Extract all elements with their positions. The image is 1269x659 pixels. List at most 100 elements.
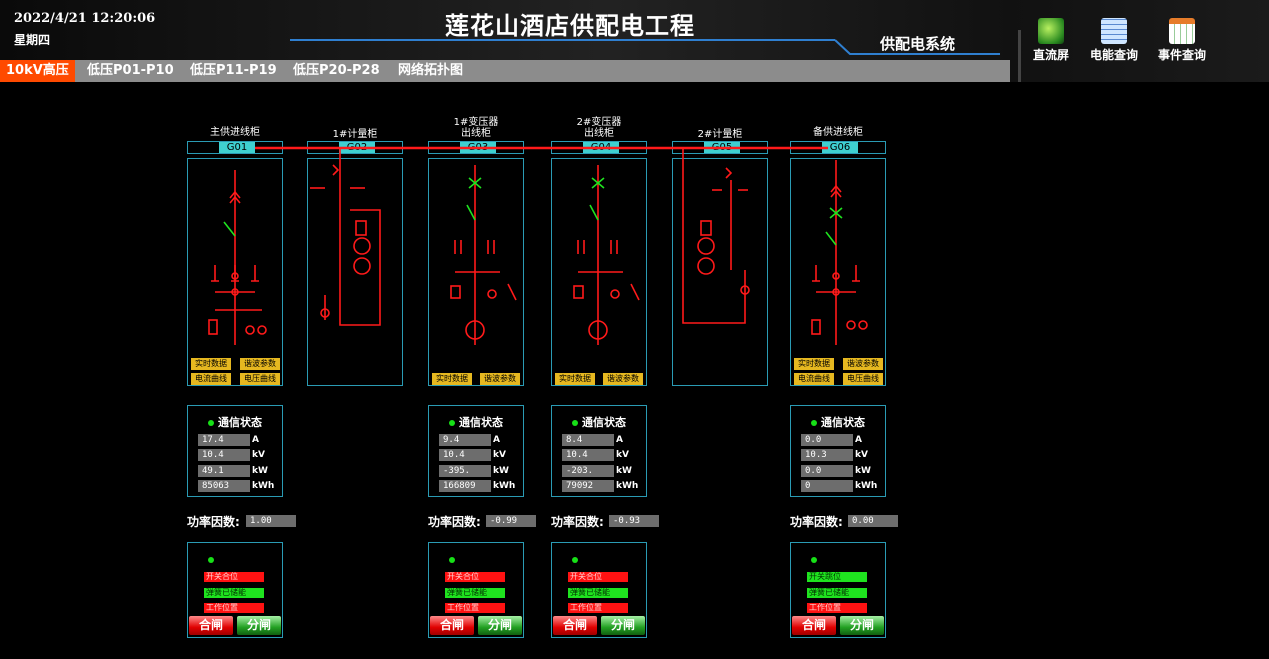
work-position: 工作位置: [204, 603, 264, 613]
tab-low-p01-p10[interactable]: 低压P01-P10: [87, 63, 174, 78]
power-value: -395.: [439, 465, 491, 477]
work-position: 工作位置: [568, 603, 628, 613]
spring-charged: 弹簧已储能: [445, 588, 505, 598]
switch-led: [208, 557, 214, 563]
cabinet-label-g03: 1#变压器出线柜: [453, 117, 499, 139]
power-unit: kW: [855, 466, 871, 476]
close-breaker-button[interactable]: 合闸: [189, 616, 233, 635]
energy-value: 0: [801, 480, 853, 492]
breaker-position: 开关跳位: [807, 572, 867, 582]
comm-status-led: [572, 420, 578, 426]
weekday: 星期四: [14, 33, 51, 47]
toolbar-divider: [1018, 30, 1021, 82]
open-breaker-button[interactable]: 分闸: [601, 616, 645, 635]
voltage-value: 10.4: [198, 449, 250, 461]
event-query-tool[interactable]: 事件查询: [1152, 18, 1212, 63]
close-breaker-button[interactable]: 合闸: [553, 616, 597, 635]
cabinet-frame-g01: [187, 158, 283, 386]
work-position: 工作位置: [445, 603, 505, 613]
datetime: 2022/4/21 12:20:06: [14, 11, 156, 26]
g03-realtime-button[interactable]: 实时数据: [432, 373, 472, 385]
cabinet-label-g01: 主供进线柜: [210, 127, 260, 138]
voltage-unit: kV: [855, 450, 868, 460]
close-breaker-button[interactable]: 合闸: [792, 616, 836, 635]
spring-charged: 弹簧已储能: [204, 588, 264, 598]
close-breaker-button[interactable]: 合闸: [430, 616, 474, 635]
current-unit: A: [252, 435, 259, 445]
cabinet-label-g02: 1#计量柜: [332, 129, 378, 140]
comm-title: 通信状态: [459, 416, 503, 429]
switch-led: [811, 557, 817, 563]
open-breaker-button[interactable]: 分闸: [478, 616, 522, 635]
comm-title: 通信状态: [582, 416, 626, 429]
switch-led: [449, 557, 455, 563]
voltage-value: 10.4: [562, 449, 614, 461]
g06-voltage-curve-button[interactable]: 电压曲线: [843, 373, 883, 385]
g06-current-curve-button[interactable]: 电流曲线: [794, 373, 834, 385]
tab-network-topology[interactable]: 网络拓扑图: [398, 63, 464, 78]
breaker-position: 开关合位: [568, 572, 628, 582]
voltage-unit: kV: [616, 450, 629, 460]
comm-status-led: [811, 420, 817, 426]
open-breaker-button[interactable]: 分闸: [840, 616, 884, 635]
current-value: 17.4: [198, 434, 250, 446]
current-value: 9.4: [439, 434, 491, 446]
power-factor-label-g01: 功率因数:: [187, 515, 240, 529]
energy-unit: kWh: [616, 481, 639, 491]
switch-panel-g03: 开关合位 弹簧已储能 工作位置 合闸 分闸: [428, 542, 524, 638]
g01-voltage-curve-button[interactable]: 电压曲线: [240, 373, 280, 385]
cabinet-frame-g03: [428, 158, 524, 386]
tab-low-p20-p28[interactable]: 低压P20-P28: [293, 63, 380, 78]
comm-title: 通信状态: [218, 416, 262, 429]
power-factor-label-g06: 功率因数:: [790, 515, 843, 529]
g03-harmonic-button[interactable]: 谐波参数: [480, 373, 520, 385]
energy-query-tool[interactable]: 电能查询: [1084, 18, 1144, 63]
spring-charged: 弹簧已储能: [807, 588, 867, 598]
power-factor-value-g06: 0.00: [848, 515, 898, 527]
tab-low-p11-p19[interactable]: 低压P11-P19: [190, 63, 277, 78]
event-calendar-icon: [1169, 18, 1195, 44]
power-unit: kW: [616, 466, 632, 476]
power-factor-value-g04: -0.93: [609, 515, 659, 527]
cabinet-frame-g04: [551, 158, 647, 386]
energy-table-icon: [1101, 18, 1127, 44]
dc-panel-icon: [1038, 18, 1064, 44]
cabinet-frame-g05: [672, 158, 768, 386]
switch-panel-g04: 开关合位 弹簧已储能 工作位置 合闸 分闸: [551, 542, 647, 638]
power-factor-label-g03: 功率因数:: [428, 515, 481, 529]
voltage-unit: kV: [493, 450, 506, 460]
voltage-value: 10.4: [439, 449, 491, 461]
system-subtitle: 供配电系统: [880, 35, 956, 53]
energy-value: 79092: [562, 480, 614, 492]
spring-charged: 弹簧已储能: [568, 588, 628, 598]
g04-harmonic-button[interactable]: 谐波参数: [603, 373, 643, 385]
energy-unit: kWh: [855, 481, 878, 491]
dc-panel-label: 直流屏: [1032, 48, 1069, 62]
work-position: 工作位置: [807, 603, 867, 613]
dc-panel-tool[interactable]: 直流屏: [1021, 18, 1081, 63]
breaker-position: 开关合位: [445, 572, 505, 582]
tab-10kv-high[interactable]: 10kV高压: [0, 60, 75, 82]
open-breaker-button[interactable]: 分闸: [237, 616, 281, 635]
current-unit: A: [493, 435, 500, 445]
header-background: [0, 0, 1010, 60]
cabinet-label-g06: 备供进线柜: [813, 127, 863, 138]
current-unit: A: [616, 435, 623, 445]
power-unit: kW: [252, 466, 268, 476]
switch-panel-g01: 开关合位 弹簧已储能 工作位置 合闸 分闸: [187, 542, 283, 638]
g01-harmonic-button[interactable]: 谐波参数: [240, 358, 280, 370]
g06-realtime-button[interactable]: 实时数据: [794, 358, 834, 370]
comm-status-led: [208, 420, 214, 426]
g01-current-curve-button[interactable]: 电流曲线: [191, 373, 231, 385]
cabinet-label-g04: 2#变压器出线柜: [576, 117, 622, 139]
energy-value: 166809: [439, 480, 491, 492]
g04-realtime-button[interactable]: 实时数据: [555, 373, 595, 385]
voltage-unit: kV: [252, 450, 265, 460]
switch-led: [572, 557, 578, 563]
g01-realtime-button[interactable]: 实时数据: [191, 358, 231, 370]
g06-harmonic-button[interactable]: 谐波参数: [843, 358, 883, 370]
energy-value: 85063: [198, 480, 250, 492]
comm-status-led: [449, 420, 455, 426]
nav-bar: 10kV高压 低压P01-P10 低压P11-P19 低压P20-P28 网络拓…: [0, 60, 1010, 82]
